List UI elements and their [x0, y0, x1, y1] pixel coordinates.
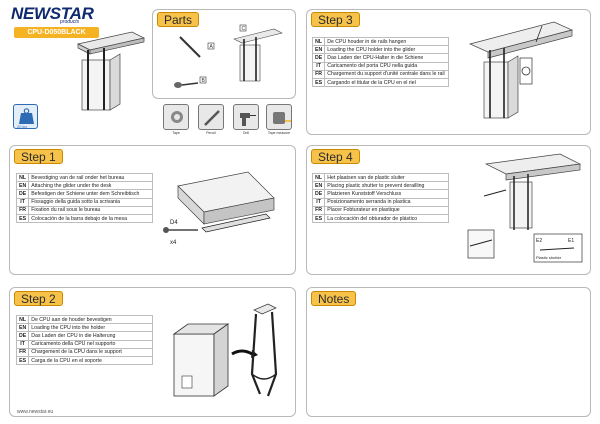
drill-icon	[240, 113, 256, 126]
step-3-title: Step 3	[311, 12, 360, 27]
weight-label: 20 kg	[17, 124, 27, 129]
callout-d4: D4	[170, 220, 178, 226]
step-2-title: Step 2	[14, 291, 63, 306]
tool-tape-measure	[266, 104, 292, 130]
product-illustration	[76, 31, 146, 111]
parts-illustration: A B C	[174, 24, 283, 88]
step-1-title: Step 1	[14, 149, 63, 164]
tool-label: Tape	[172, 131, 180, 135]
step-2-illustration	[172, 303, 278, 397]
parts-title: Parts	[157, 12, 200, 27]
tool-label: Pencil	[206, 131, 216, 135]
tool-pencil	[198, 104, 224, 130]
model-badge: CPU-D050BLACK	[14, 27, 99, 38]
notes-title: Notes	[311, 291, 357, 306]
callout-e2: E2	[536, 238, 542, 244]
website-link: www.newstar.eu	[17, 409, 54, 415]
callout-c: C	[242, 26, 246, 32]
quantity-label: x4	[170, 240, 177, 246]
detail-zoom	[467, 229, 495, 259]
notes-panel	[306, 287, 591, 417]
tape-icon	[171, 111, 183, 123]
pencil-icon	[204, 110, 220, 126]
step-4-title: Step 4	[311, 149, 360, 164]
brand-subtitle: products	[60, 19, 80, 25]
tool-label: Drill	[242, 131, 250, 135]
weight-icon	[13, 104, 38, 129]
tool-drill	[233, 104, 259, 130]
callout-a: A	[210, 44, 214, 50]
tool-tape	[163, 104, 189, 130]
step-4-illustration: E2 E1 Plastic shutter	[467, 153, 583, 263]
callout-e1: E1	[568, 238, 574, 244]
tape-measure-icon	[273, 112, 291, 124]
step-3-illustration	[468, 21, 574, 119]
callout-b: B	[202, 78, 206, 84]
plastic-shutter-label: Plastic shutter	[536, 255, 562, 260]
brand-name: NEWSTAR	[11, 4, 94, 23]
step-1-illustration: D4 x4	[163, 171, 275, 246]
tool-label: Tape measure	[267, 131, 291, 135]
